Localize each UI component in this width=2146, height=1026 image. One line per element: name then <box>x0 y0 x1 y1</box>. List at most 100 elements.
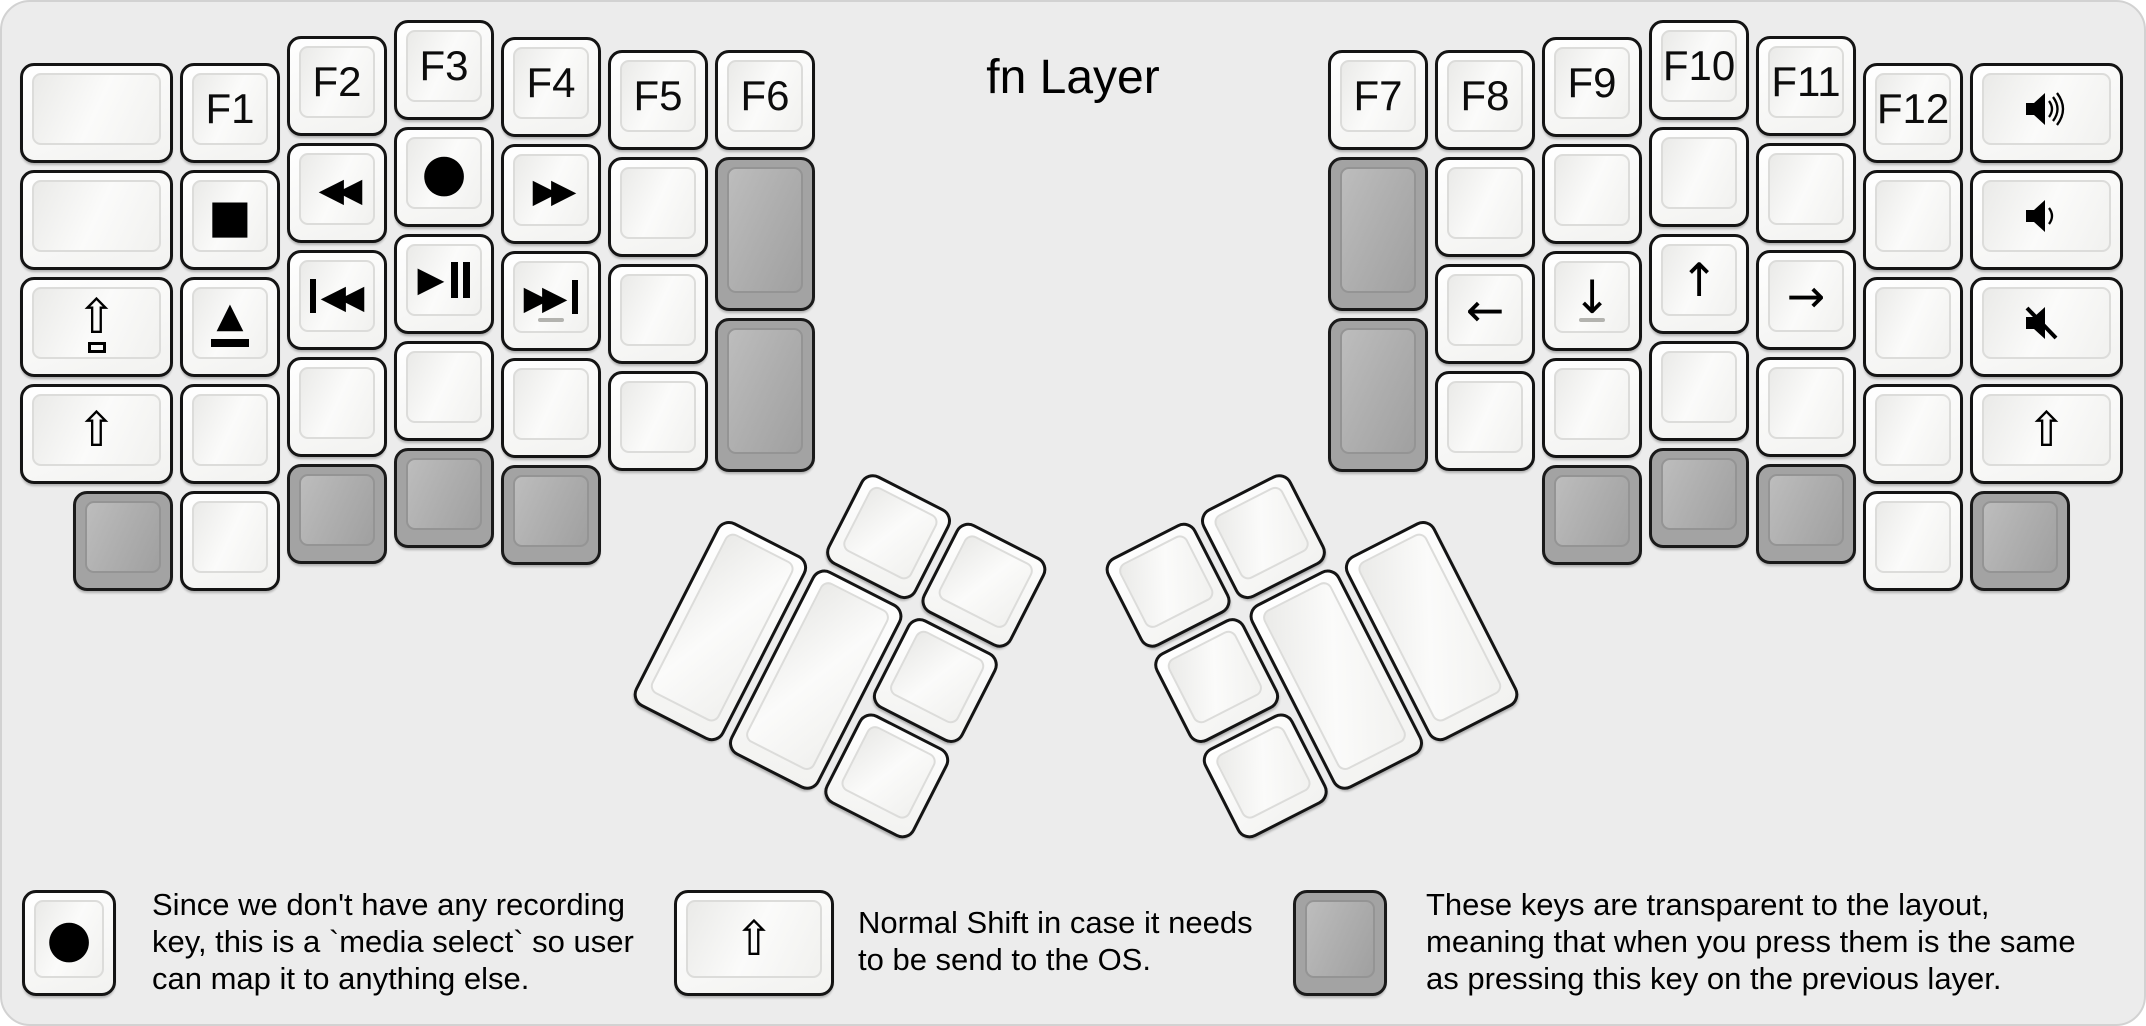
keycap-surface: F7 <box>1340 60 1416 132</box>
key-transparent <box>1542 465 1642 565</box>
key-blank <box>1863 384 1963 484</box>
key-f12: F12 <box>1863 63 1963 163</box>
key-volume-down <box>1970 170 2123 270</box>
legend-line: can map it to anything else. <box>152 961 530 996</box>
key-transparent <box>1970 491 2070 591</box>
keycap-surface: ▶▶ <box>513 154 589 226</box>
key-label: F4 <box>526 59 576 106</box>
keycap-surface: ▶▶ <box>513 261 589 333</box>
keycap-surface: ⇧ <box>686 900 822 978</box>
key-blank <box>1756 357 1856 457</box>
legend-shift-key: ⇧ <box>674 890 834 996</box>
key-arrow-right: → <box>1756 250 1856 350</box>
key-caps-lock: ⇧ <box>20 277 173 377</box>
key-transparent <box>715 157 815 311</box>
keycap-surface <box>192 501 268 573</box>
keycap-surface <box>85 501 161 573</box>
keycap-surface <box>192 394 268 466</box>
keycap-surface: ◀◀ <box>299 260 375 332</box>
keycap-surface <box>1340 167 1416 293</box>
mute-icon <box>2024 305 2070 341</box>
legend-text-media-select: Since we don't have any recording key, t… <box>152 886 634 997</box>
key-record: ● <box>394 127 494 227</box>
key-shift: ⇧ <box>1970 384 2123 484</box>
key-blank <box>394 341 494 441</box>
key-arrow-down: ↓ <box>1542 251 1642 351</box>
keycap-surface <box>1447 167 1523 239</box>
legend-line: Normal Shift in case it needs <box>858 905 1253 940</box>
caps-icon: ⇧ <box>76 293 117 353</box>
key-shift: ⇧ <box>20 384 173 484</box>
keycap-surface <box>406 458 482 530</box>
keycap-surface: ⇧ <box>32 287 161 359</box>
key-transparent <box>1756 464 1856 564</box>
key-prev-track: ◀◀ <box>287 250 387 350</box>
key-blank <box>1649 127 1749 227</box>
keycap-surface <box>406 351 482 423</box>
page-title: fn Layer <box>986 51 1160 104</box>
right-thumb-cluster <box>1100 421 1524 844</box>
legend-transparent-key <box>1293 890 1387 996</box>
key-arrow-left: ← <box>1435 264 1535 364</box>
keycap-surface <box>727 167 803 293</box>
legend-line: as pressing this key on the previous lay… <box>1426 961 2002 996</box>
key-transparent <box>1328 157 1428 311</box>
keycap-surface <box>1661 137 1737 209</box>
keycap-surface <box>840 483 941 583</box>
keycap-surface <box>620 274 696 346</box>
keycap-surface <box>1982 73 2111 145</box>
keycap-surface <box>1875 287 1951 359</box>
key-f10: F10 <box>1649 20 1749 120</box>
key-label: F3 <box>419 42 469 89</box>
keycap-surface <box>1340 328 1416 454</box>
key-blank <box>1863 277 1963 377</box>
keycap-surface: ● <box>406 137 482 209</box>
keycap-surface <box>1661 351 1737 423</box>
arrow-down-icon: ↓ <box>1572 270 1612 324</box>
key-blank <box>1542 144 1642 244</box>
key-arrow-up: ↑ <box>1649 234 1749 334</box>
keycap-surface <box>1447 381 1523 453</box>
keycap-surface: F5 <box>620 60 696 132</box>
legend-line: key, this is a `media select` so user <box>152 924 634 959</box>
keycap-surface <box>1554 475 1630 547</box>
key-transparent <box>73 491 173 591</box>
keycap-surface <box>32 73 161 145</box>
shift-icon: ⇧ <box>2026 402 2067 458</box>
fast-forward-icon: ▶▶ <box>532 170 577 210</box>
prev-track-icon: ◀◀ <box>309 279 365 313</box>
keycap-surface: F12 <box>1875 73 1951 145</box>
keycap-surface: ← <box>1447 274 1523 346</box>
key-label: F6 <box>740 72 790 119</box>
key-transparent <box>287 464 387 564</box>
key-label: F8 <box>1460 72 1510 119</box>
keycap-surface: F6 <box>727 60 803 132</box>
record-icon: ● <box>46 909 92 969</box>
key-label: F7 <box>1353 72 1403 119</box>
legend-text-transparent-keys: These keys are transparent to the layout… <box>1426 886 2076 997</box>
keycap-surface: F9 <box>1554 47 1630 119</box>
keycap-surface <box>1982 287 2111 359</box>
keycap-surface: → <box>1768 260 1844 332</box>
eject-icon: ▲ <box>211 299 249 347</box>
keycap-surface: ● <box>34 900 104 978</box>
legend-line: to be send to the OS. <box>858 942 1151 977</box>
key-transparent <box>715 318 815 472</box>
keycap-surface <box>838 723 939 822</box>
shift-icon: ⇧ <box>733 911 775 967</box>
rewind-icon: ◀◀ <box>318 169 363 209</box>
keycap-surface <box>32 180 161 252</box>
legend-line: meaning that when you press them is the … <box>1426 924 2076 959</box>
keycap-surface: F4 <box>513 47 589 119</box>
key-f2: F2 <box>287 36 387 136</box>
keycap-surface <box>727 328 803 454</box>
key-blank <box>1649 341 1749 441</box>
keycap-surface: F3 <box>406 30 482 102</box>
key-f4: F4 <box>501 37 601 137</box>
legend-line: These keys are transparent to the layout… <box>1426 887 1990 922</box>
key-play-pause: ▶ <box>394 234 494 334</box>
key-label: F5 <box>633 72 683 119</box>
key-f3: F3 <box>394 20 494 120</box>
key-label: F11 <box>1771 58 1841 105</box>
